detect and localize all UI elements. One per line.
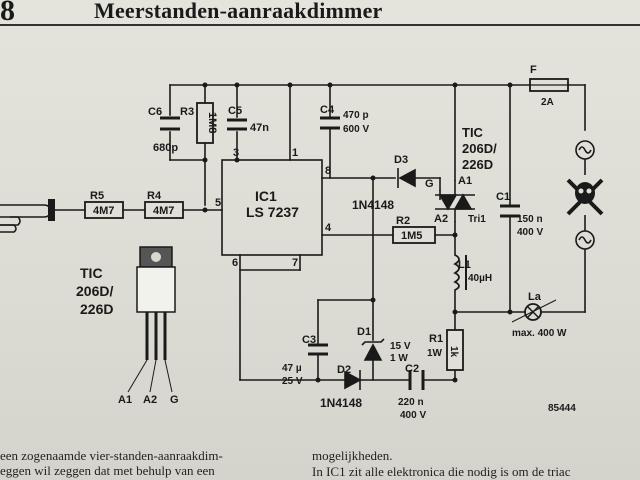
c1-value1: 150 n xyxy=(517,214,543,225)
r2-name: R2 xyxy=(396,215,410,227)
c3-name: C3 xyxy=(302,334,316,346)
c3-value2: 25 V xyxy=(282,376,303,387)
finger-icon xyxy=(0,204,51,233)
package-line2: 206D/ xyxy=(76,283,113,299)
l1-name: L1 xyxy=(458,259,471,271)
c1-name: C1 xyxy=(496,191,510,203)
left-col-line-1: een zogenaamde vier-standen-aanraakdim- xyxy=(0,448,223,463)
ic-name: IC1 xyxy=(255,188,277,204)
c2-value2: 400 V xyxy=(400,410,426,421)
ic-pin-6: 6 xyxy=(232,257,238,269)
d1-name: D1 xyxy=(357,326,371,338)
c5-name: C5 xyxy=(228,105,242,117)
d3-part: 1N4148 xyxy=(352,198,394,212)
l1-value: 40µH xyxy=(468,273,492,284)
ic-pin-8: 8 xyxy=(325,165,331,177)
left-col-line-2: eggen wil zeggen dat met behulp van een xyxy=(0,463,215,478)
lamp-value: max. 400 W xyxy=(512,328,567,339)
c4-name: C4 xyxy=(320,104,335,116)
c4-value2: 600 V xyxy=(343,124,369,135)
d1-value1: 15 V xyxy=(390,341,411,352)
r3-value: 1M8 xyxy=(206,112,218,133)
package-line3: 226D xyxy=(80,301,113,317)
c3-value1: 47 µ xyxy=(282,363,302,374)
triac-line2: 206D/ xyxy=(462,141,497,156)
ic-pin-5: 5 xyxy=(215,197,221,209)
package-pin-a1: A1 xyxy=(118,394,132,406)
right-col-line-1: mogelijkheden. xyxy=(312,448,393,463)
r5-value: 4M7 xyxy=(93,205,114,217)
triac-a1: A1 xyxy=(458,175,472,187)
triac-a2: A2 xyxy=(434,213,448,225)
c2-name: C2 xyxy=(405,363,419,375)
c2-value1: 220 n xyxy=(398,397,424,408)
r1-name: R1 xyxy=(429,333,443,345)
ic-part: LS 7237 xyxy=(246,204,299,220)
c4-value1: 470 p xyxy=(343,110,369,121)
lamp-name: La xyxy=(528,291,542,303)
ic-pin-1: 1 xyxy=(292,147,298,159)
c1-value2: 400 V xyxy=(517,227,543,238)
c6-value: 680p xyxy=(153,142,178,154)
triac-gate: G xyxy=(425,178,434,190)
c5-value: 47n xyxy=(250,122,269,134)
r1-value2: 1k xyxy=(448,346,459,358)
triac-line1: TIC xyxy=(462,125,484,140)
d2-name: D2 xyxy=(337,364,351,376)
touch-plate xyxy=(48,199,55,221)
c6-name: C6 xyxy=(148,106,162,118)
triac-line3: 226D xyxy=(462,157,493,172)
r4-value: 4M7 xyxy=(153,205,174,217)
danger-skull-icon xyxy=(566,178,604,216)
page-number: 8 xyxy=(0,0,15,27)
package-pin-g: G xyxy=(170,394,179,406)
header-rule xyxy=(0,24,640,26)
package-line1: TIC xyxy=(80,265,103,281)
package-pin-a2: A2 xyxy=(143,394,157,406)
r3-name: R3 xyxy=(180,106,194,118)
page-title: Meerstanden-aanraakdimmer xyxy=(94,0,383,23)
triac-name: Tri1 xyxy=(468,214,486,225)
r2-value: 1M5 xyxy=(401,230,422,242)
fuse-value: 2A xyxy=(541,97,554,108)
d2-part: 1N4148 xyxy=(320,396,362,410)
fuse-name: F xyxy=(530,64,537,76)
figure-number: 85444 xyxy=(548,403,576,414)
ic-pin-4: 4 xyxy=(325,222,332,234)
ic-pin-3: 3 xyxy=(233,147,239,159)
r4-name: R4 xyxy=(147,190,162,202)
right-col-line-2: In IC1 zit alle elektronica die nodig is… xyxy=(312,464,571,479)
ic-pin-7: 7 xyxy=(292,257,298,269)
d1-value2: 1 W xyxy=(390,353,408,364)
r5-name: R5 xyxy=(90,190,104,202)
triac-package-drawing xyxy=(127,246,176,393)
d3-name: D3 xyxy=(394,154,408,166)
r1-value1: 1W xyxy=(427,348,443,359)
